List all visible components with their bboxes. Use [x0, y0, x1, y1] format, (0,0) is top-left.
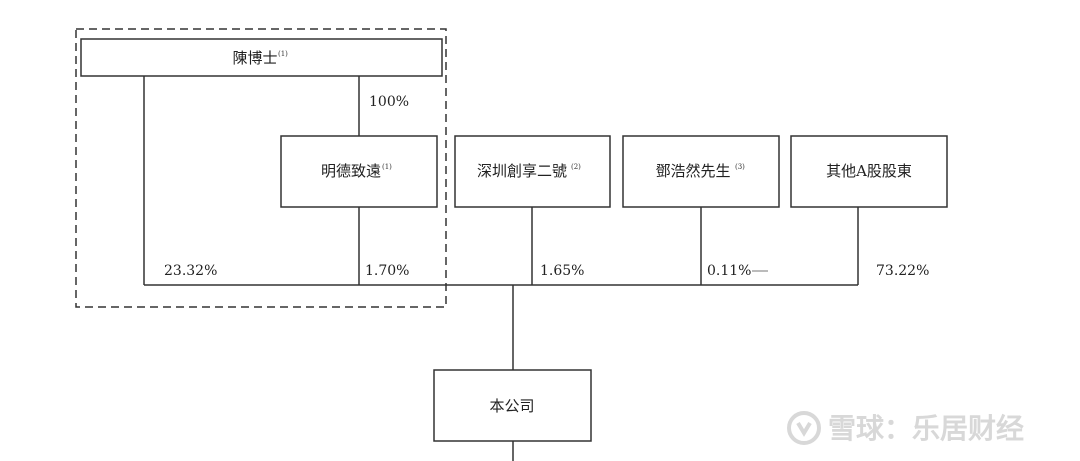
entity-label-others: 其他A股股東 — [826, 162, 912, 180]
entity-label-deng: 鄧浩然先生 — [655, 162, 730, 180]
entity-label-shenzhen: 深圳創享二號 — [477, 162, 567, 180]
pct-chen-to-mingde: 100% — [369, 94, 409, 110]
entity-box-chen: 陳博士 (1) — [80, 38, 443, 77]
entity-box-company: 本公司 — [433, 369, 592, 442]
entity-box-deng: 鄧浩然先生 (3) — [622, 135, 780, 208]
watermark-text: 雪球：乐居财经 — [828, 412, 1024, 445]
footnote-chen: (1) — [278, 50, 288, 58]
entity-label-chen: 陳博士 — [232, 49, 277, 67]
pct-shenzhen: 1.65% — [540, 263, 584, 279]
control-group-border — [75, 28, 447, 308]
entity-box-mingde: 明德致遠 (1) — [280, 135, 438, 208]
footnote-mingde: (1) — [382, 163, 392, 171]
footnote-shenzhen: (2) — [571, 163, 581, 171]
pct-chen: 23.32% — [164, 263, 217, 279]
footnote-deng: (3) — [735, 163, 745, 171]
connector-lines — [143, 76, 859, 461]
entity-box-others: 其他A股股東 — [790, 135, 948, 208]
pct-others: 73.22% — [876, 263, 929, 279]
entity-label-company: 本公司 — [489, 397, 534, 415]
pct-mingde: 1.70% — [365, 263, 409, 279]
pct-deng: 0.11% — [707, 263, 751, 279]
snowball-logo-icon — [787, 411, 821, 445]
entity-box-shenzhen: 深圳創享二號 (2) — [454, 135, 611, 208]
watermark: 雪球：乐居财经 — [787, 411, 1024, 445]
entity-label-mingde: 明德致遠 — [321, 162, 381, 180]
